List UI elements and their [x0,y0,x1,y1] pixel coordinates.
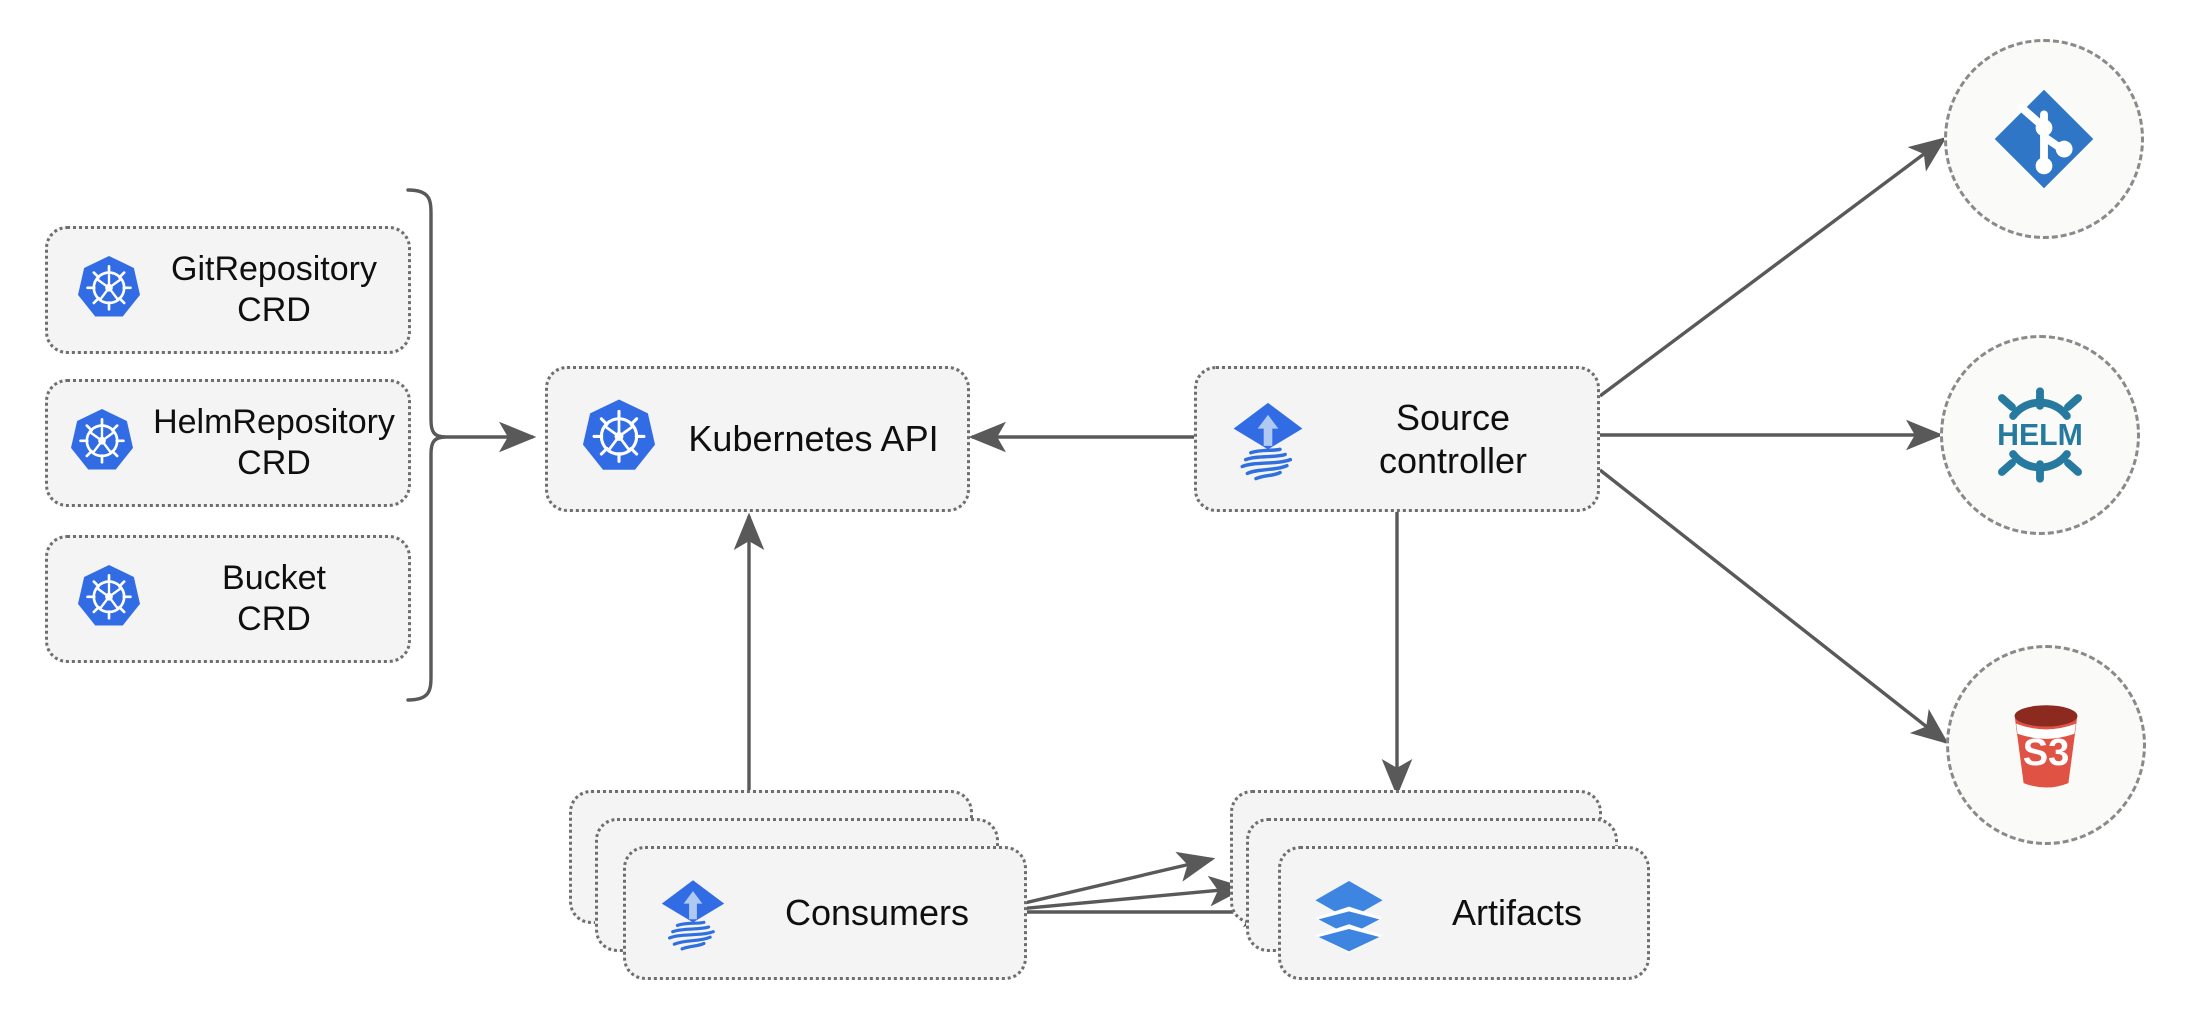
external-source-git[interactable] [1944,39,2144,239]
helm-wordmark: HELM [1997,419,2083,452]
external-source-s3[interactable]: S3 [1946,645,2146,845]
kubernetes-icon [65,406,139,480]
node-label: Source controller [1378,396,1528,481]
layers-icon [1309,873,1389,953]
node-source-controller[interactable]: Source controller [1194,366,1600,512]
kubernetes-icon [72,562,146,636]
external-source-helm[interactable]: HELM [1940,335,2140,535]
crd-label: Bucket CRD [222,558,326,638]
node-artifacts[interactable]: Artifacts [1278,846,1650,980]
node-artifacts-stack: Artifacts [1230,790,1670,980]
crd-group-brace [406,188,447,702]
kubernetes-icon [576,396,662,482]
edge-source-controller-to-s3 [1598,468,1949,745]
helm-icon: HELM [1997,387,2083,483]
edge-source-controller-to-git [1598,136,1947,398]
crd-card-bucket[interactable]: Bucket CRD [45,535,411,663]
crd-label: HelmRepository CRD [153,402,395,482]
s3-bucket-icon: S3 [2014,705,2078,788]
kubernetes-icon [72,253,146,327]
node-consumers-stack: Consumers [569,790,1039,980]
node-label: Kubernetes API [688,418,939,460]
crd-card-gitrepository[interactable]: GitRepository CRD [45,226,411,354]
flux-icon [1225,396,1311,482]
crd-label: GitRepository CRD [171,249,377,329]
s3-wordmark: S3 [2023,732,2070,774]
git-icon [1994,89,2094,189]
flux-icon [654,874,732,952]
node-label: Consumers [784,892,970,934]
node-label: Artifacts [1451,892,1583,934]
node-consumers[interactable]: Consumers [623,846,1027,980]
crd-card-helmrepository[interactable]: HelmRepository CRD [45,379,411,507]
node-kubernetes-api[interactable]: Kubernetes API [545,366,970,512]
